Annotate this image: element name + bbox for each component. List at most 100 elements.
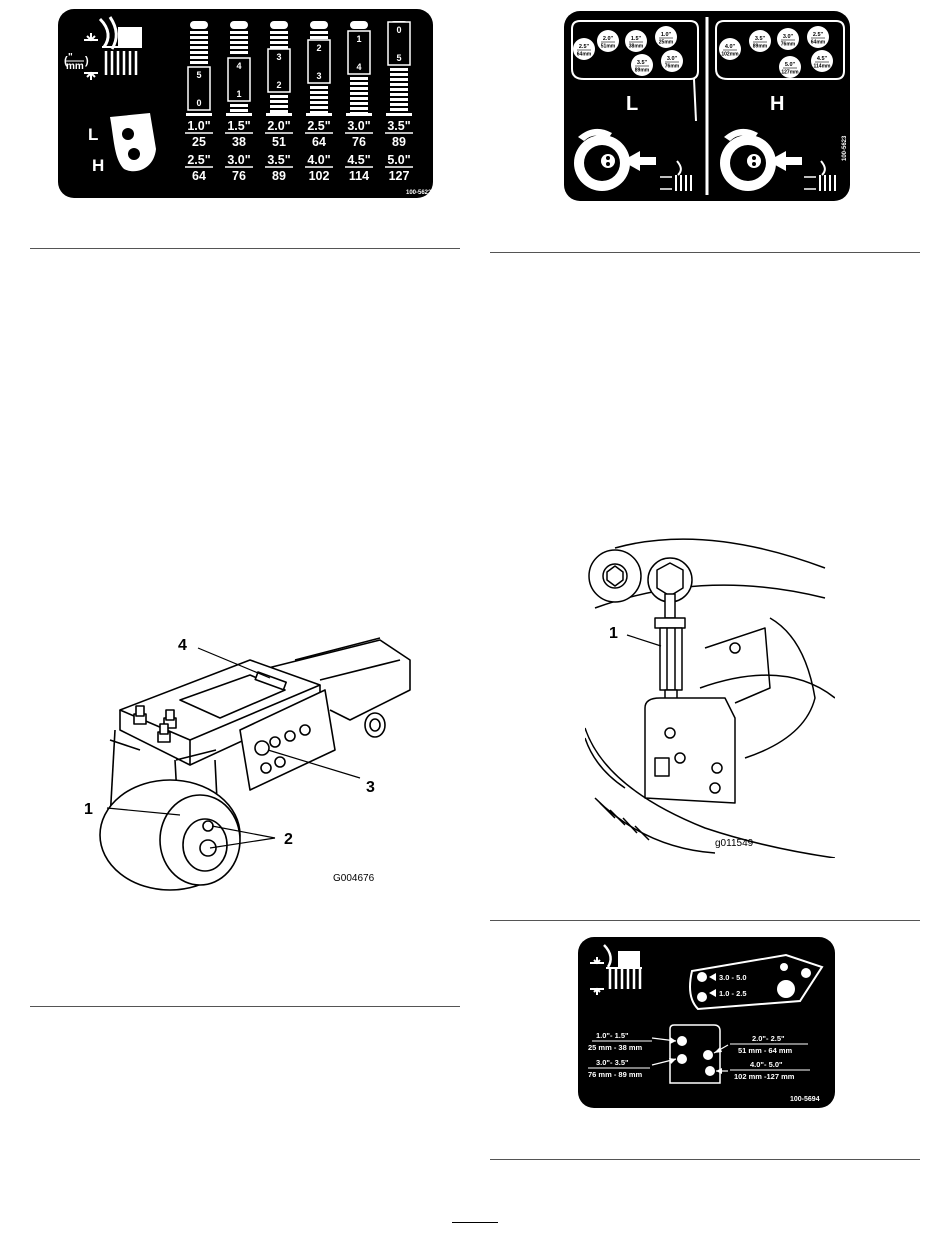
position-top-number: 4 [236,61,241,71]
divider-3 [30,1006,460,1007]
svg-text:76mm: 76mm [665,64,680,70]
low-inch-value: 1.0" [187,119,210,133]
caster-wheel-low-icon [574,128,692,191]
position-bottom-number: 4 [356,62,361,72]
position-top-number: 1 [356,34,361,44]
right-bottom-in: 4.0"- 5.0" [750,1060,783,1069]
caster-decal-code: 100-5623 [842,135,848,161]
high-circle-2: 3.0" 76mm [777,28,799,50]
low-mm-value: 89 [392,135,406,149]
divider-1 [30,248,460,249]
svg-text:2.0": 2.0" [603,36,614,42]
callout-2: 2 [284,831,293,848]
divider-4 [490,920,920,921]
hole-decal-cut-icon [590,944,642,995]
svg-text:): ) [85,55,89,67]
right-bottom-mm: 102 mm -127 mm [734,1072,795,1081]
high-mm-value: 64 [192,169,206,183]
svg-text:102mm: 102mm [721,52,739,58]
position-top-number: 2 [316,43,321,53]
svg-text:2.5": 2.5" [813,32,824,38]
high-inch-value: 4.5" [347,153,370,167]
height-position-3: 232.5"644.0"102 [305,21,333,183]
high-circle-0: 4.0" 102mm [719,38,741,60]
height-position-5: 053.5"895.0"127 [385,21,413,183]
high-mm-value: 114 [349,169,369,183]
caster-low-label: L [626,93,638,115]
low-circle-0: 2.5" 64mm [573,38,595,60]
svg-text:5.0": 5.0" [785,62,796,68]
high-inch-value: 2.5" [187,153,210,167]
position-top-number: 0 [396,25,401,35]
link-callout-1: 1 [609,625,618,642]
divider-5 [490,1159,920,1160]
caster-high-label: H [770,93,784,115]
low-mm-value: 51 [272,135,286,149]
callout-1: 1 [84,801,93,818]
height-position-4: 143.0"764.5"114 [345,21,373,183]
svg-text:76mm: 76mm [781,42,796,48]
left-bottom-in: 3.0"- 3.5" [596,1058,629,1067]
position-bottom-number: 3 [316,71,321,81]
low-mm-value: 25 [192,135,206,149]
high-circle-3: 2.5" 64mm [807,26,829,48]
height-position-0: 501.0"252.5"64 [185,21,213,183]
left-bottom-mm: 76 mm - 89 mm [588,1070,643,1079]
svg-text:64mm: 64mm [811,40,826,46]
low-inch-value: 2.0" [267,119,290,133]
high-label: H [92,156,104,175]
position-top-number: 3 [276,52,281,62]
low-inch-value: 2.5" [307,119,330,133]
left-top-in: 1.0"- 1.5" [596,1031,629,1040]
high-mm-value: 89 [272,169,286,183]
bracket-holes-icon [110,113,156,172]
svg-text:4.0": 4.0" [725,44,736,50]
cut-height-icon [84,16,142,80]
low-circle-5: 3.0" 76mm [661,50,683,72]
low-inch-value: 1.5" [227,119,250,133]
high-mm-value: 102 [309,169,330,183]
svg-text:1.0": 1.0" [661,32,672,38]
hole-decal-code: 100-5694 [790,1096,820,1103]
high-circle-1: 3.5" 89mm [749,30,771,52]
svg-text:127mm: 127mm [781,70,799,76]
decal-caster-lh: 2.5" 64mm 2.0" 51mm 1.5"38mm 1.0" 25mm 3.5" 89mm… [564,11,850,201]
figure-link-code: g011549 [715,838,754,849]
svg-text:2.5": 2.5" [579,44,590,50]
high-mm-value: 127 [389,169,410,183]
svg-text:3.0": 3.0" [667,56,678,62]
figure-link: 1 g011549 [584,528,836,859]
high-circle-5: 4.5"114mm [811,50,833,72]
callout-4: 4 [178,637,187,654]
svg-text:64mm: 64mm [577,52,592,58]
low-label: L [88,125,98,144]
low-mm-value: 38 [232,135,246,149]
caster-wheel-high-icon [720,128,836,191]
svg-text:38mm: 38mm [629,44,644,50]
svg-text:25mm: 25mm [659,40,674,46]
plate-row-low: 1.0 - 2.5 [719,989,747,998]
svg-text:89mm: 89mm [635,68,650,74]
unit-label-mm: mm [66,61,84,72]
low-circle-2: 1.5"38mm [625,30,647,52]
svg-text:51mm: 51mm [601,44,616,50]
divider-2 [490,252,920,253]
position-bottom-number: 2 [276,80,281,90]
decal-hole-positions: 3.0 - 5.0 1.0 - 2.5 1.0"- 1.5" 25 mm - 3… [578,937,835,1108]
high-inch-value: 3.0" [227,153,250,167]
plate-row-high: 3.0 - 5.0 [719,973,747,982]
high-mm-value: 76 [232,169,246,183]
right-top-mm: 51 mm - 64 mm [738,1046,793,1055]
low-circle-4: 3.5"89mm [631,54,653,76]
svg-text:89mm: 89mm [753,44,768,50]
svg-text:3.0": 3.0" [783,34,794,40]
decal-height-positions-art: ( " mm ) L H 501.0"252.5"64411.5"383.0"7… [64,16,432,196]
svg-text:3.5": 3.5" [755,36,766,42]
high-inch-value: 5.0" [387,153,410,167]
low-inch-value: 3.5" [387,119,410,133]
svg-text:114mm: 114mm [814,64,832,70]
low-inch-value: 3.0" [347,119,370,133]
svg-text:": " [68,52,73,63]
decal-caster-lh-art: 2.5" 64mm 2.0" 51mm 1.5"38mm 1.0" 25mm 3.5" 89mm… [571,17,848,195]
